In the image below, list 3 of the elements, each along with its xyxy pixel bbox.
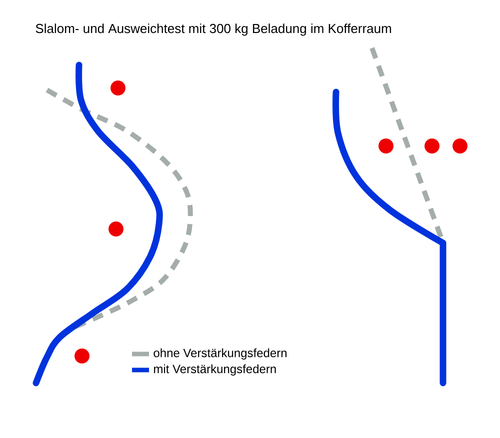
title: Slalom- und Ausweichtest mit 300 kg Beladung im Kofferraum xyxy=(36,24,391,36)
legend-text: mit Verstärkungsfedern xyxy=(154,364,276,376)
legend-text: ohne Verstärkungsfedern xyxy=(154,348,286,360)
